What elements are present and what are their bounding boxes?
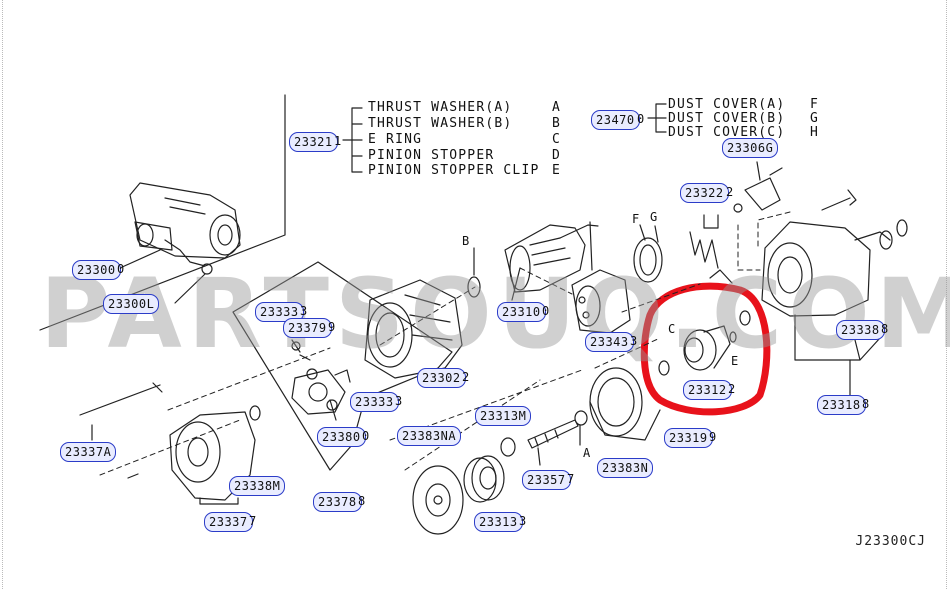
callout-23383N[interactable]: 23383N — [597, 458, 654, 478]
legend-thrust-washer-a: THRUST WASHER(A) — [368, 100, 513, 115]
callout-23300L[interactable]: 23300L — [103, 294, 160, 314]
gear-case-drawing — [412, 465, 464, 535]
front-housing-drawing — [761, 219, 908, 317]
armature-drawing — [504, 224, 599, 301]
callout-23380[interactable]: 23380 — [317, 427, 366, 447]
callout-suffix-23318: 8 — [862, 397, 870, 411]
legend-key-a: A — [552, 100, 560, 115]
callout-suffix-23380: 0 — [362, 429, 370, 443]
pinion-drawing — [658, 310, 751, 376]
small-gear-drawing — [500, 437, 516, 457]
callout-23343[interactable]: 23343 — [585, 332, 634, 352]
starter-assembly-drawing — [129, 182, 241, 275]
yoke-drawing — [364, 279, 463, 379]
legend-dust-cover-a: DUST COVER(A) — [668, 97, 786, 112]
callout-suffix-23379: 9 — [328, 320, 336, 334]
callout-23470[interactable]: 23470 — [591, 110, 640, 130]
legend-key-e: E — [552, 163, 560, 178]
callout-23338[interactable]: 23338 — [836, 320, 885, 340]
washer-b-drawing — [467, 276, 481, 298]
shaft-drawing — [527, 419, 579, 466]
callout-23338M[interactable]: 23338M — [229, 476, 286, 496]
through-bolt-drawing — [79, 384, 161, 416]
legend-dust-cover-c: DUST COVER(C) — [668, 125, 786, 140]
legend-key-g: G — [810, 111, 818, 126]
callout-23357[interactable]: 23357 — [522, 470, 571, 490]
part-letter-b: B — [462, 234, 470, 248]
callout-23337A[interactable]: 23337A — [60, 442, 117, 462]
dust-cover-f-drawing — [633, 237, 663, 283]
callout-23333-top[interactable]: 23333 — [255, 302, 304, 322]
brush-holder-drawing — [291, 339, 351, 421]
legend-key-c: C — [552, 132, 560, 147]
callout-suffix-23300: 0 — [117, 262, 125, 276]
solenoid-drawing — [571, 221, 631, 334]
callout-suffix-23343: 3 — [630, 334, 638, 348]
callout-suffix-23470: 0 — [637, 112, 645, 126]
callout-23318[interactable]: 23318 — [817, 395, 866, 415]
callout-23312[interactable]: 23312 — [683, 380, 732, 400]
legend-pinion-stopper: PINION STOPPER — [368, 148, 495, 163]
part-letter-e: E — [731, 354, 739, 368]
part-letter-f: F — [632, 212, 640, 226]
callout-suffix-23378: 8 — [358, 494, 366, 508]
callout-suffix-23321: 1 — [334, 134, 342, 148]
legend-thrust-washer-b: THRUST WASHER(B) — [368, 116, 513, 131]
legend-dust-cover-b: DUST COVER(B) — [668, 111, 786, 126]
callout-suffix-23333-top: 3 — [300, 304, 308, 318]
callout-suffix-23322: 2 — [726, 185, 734, 199]
callout-suffix-23302: 2 — [462, 370, 470, 384]
callout-23313[interactable]: 23313 — [474, 512, 523, 532]
part-letter-g: G — [650, 210, 658, 224]
callout-23379[interactable]: 23379 — [283, 318, 332, 338]
legend-e-ring: E RING — [368, 132, 423, 147]
right-edge-rule — [946, 0, 947, 589]
callout-23337[interactable]: 23337 — [204, 512, 253, 532]
callout-suffix-23337: 7 — [249, 514, 257, 528]
callout-suffix-23319: 9 — [709, 430, 717, 444]
shift-lever-drawing — [733, 161, 783, 213]
washer-a-drawing — [574, 410, 588, 426]
legend-bracket-right — [647, 103, 667, 133]
callout-23383NA[interactable]: 23383NA — [397, 426, 462, 446]
callout-23322[interactable]: 23322 — [680, 183, 729, 203]
callout-23319[interactable]: 23319 — [664, 428, 713, 448]
assembly-dash-lines — [99, 211, 791, 476]
spring-drawing — [689, 214, 733, 284]
callout-23333-mid[interactable]: 23333 — [350, 392, 399, 412]
drawing-reference-code: J23300CJ — [855, 534, 926, 549]
callout-suffix-23338: 8 — [881, 322, 889, 336]
legend-key-f: F — [810, 97, 818, 112]
callout-23310[interactable]: 23310 — [497, 302, 546, 322]
callout-23378[interactable]: 23378 — [313, 492, 362, 512]
callout-suffix-23313: 3 — [519, 514, 527, 528]
legend-bracket-left — [342, 107, 363, 173]
brush-holder-outline — [232, 261, 453, 471]
legend-key-h: H — [810, 125, 818, 140]
bearing-drawing — [463, 455, 505, 503]
callout-suffix-23357: 7 — [567, 472, 575, 486]
bracket-line — [39, 94, 286, 331]
callout-23306G[interactable]: 23306G — [722, 138, 779, 158]
callout-23321[interactable]: 23321 — [289, 132, 338, 152]
legend-pinion-stopper-clip: PINION STOPPER CLIP — [368, 163, 540, 178]
legend-key-b: B — [552, 116, 560, 131]
left-edge-rule — [2, 0, 3, 589]
callout-suffix-23312: 2 — [728, 382, 736, 396]
callout-23313M[interactable]: 23313M — [475, 406, 532, 426]
highlight-ring — [640, 282, 771, 416]
part-letter-c: C — [668, 322, 676, 336]
rear-cover-drawing — [169, 405, 261, 505]
callout-suffix-23310: 0 — [542, 304, 550, 318]
callout-23302[interactable]: 23302 — [417, 368, 466, 388]
part-letter-a: A — [583, 446, 591, 460]
callout-suffix-23333-mid: 3 — [395, 394, 403, 408]
bolt-drawing — [821, 189, 857, 211]
nut-drawing — [201, 263, 213, 275]
callout-23300[interactable]: 23300 — [72, 260, 121, 280]
clutch-drawing — [589, 367, 661, 441]
legend-key-d: D — [552, 148, 560, 163]
